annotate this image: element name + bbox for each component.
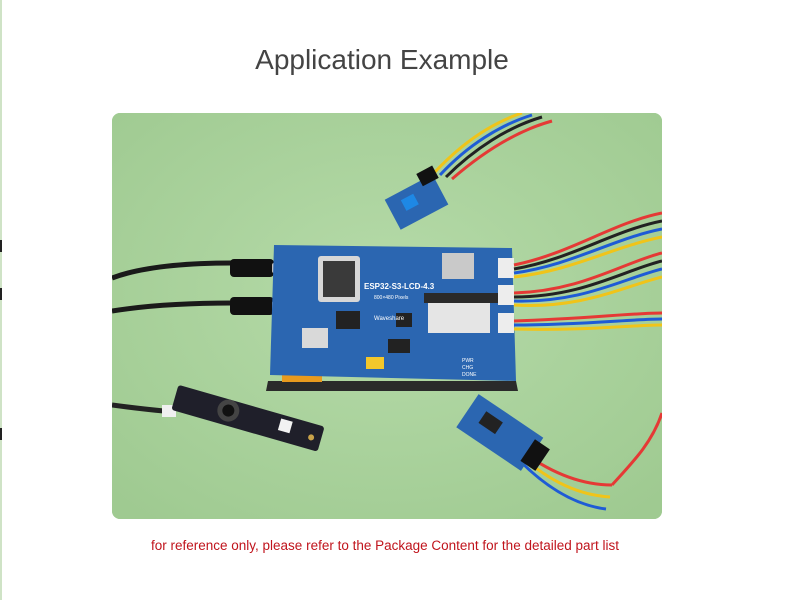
- led-label-pwr: PWR: [462, 358, 474, 364]
- camera-module: [112, 385, 324, 452]
- board-model-label: ESP32-S3-LCD-4.3: [364, 282, 435, 291]
- product-photo: ESP32-S3-LCD-4.3 800×480 Pixels Waveshar…: [112, 113, 662, 519]
- led-label-chg: CHG: [462, 365, 473, 371]
- sensor-cables: [513, 211, 662, 331]
- left-edge-marker: [0, 240, 2, 252]
- left-edge-border: [0, 0, 2, 600]
- top-sensor-module: [384, 113, 553, 230]
- left-edge-marker: [0, 288, 2, 300]
- reference-disclaimer: for reference only, please refer to the …: [150, 538, 620, 553]
- esp32-s3-lcd-board: ESP32-S3-LCD-4.3 800×480 Pixels Waveshar…: [266, 245, 518, 391]
- bottom-right-sensor-module: [456, 394, 662, 511]
- led-label-done: DONE: [462, 372, 477, 378]
- left-edge-marker: [0, 428, 2, 440]
- board-brand-label: Waveshare: [374, 316, 405, 322]
- board-resolution-label: 800×480 Pixels: [374, 295, 409, 301]
- page-title: Application Example: [255, 44, 509, 75]
